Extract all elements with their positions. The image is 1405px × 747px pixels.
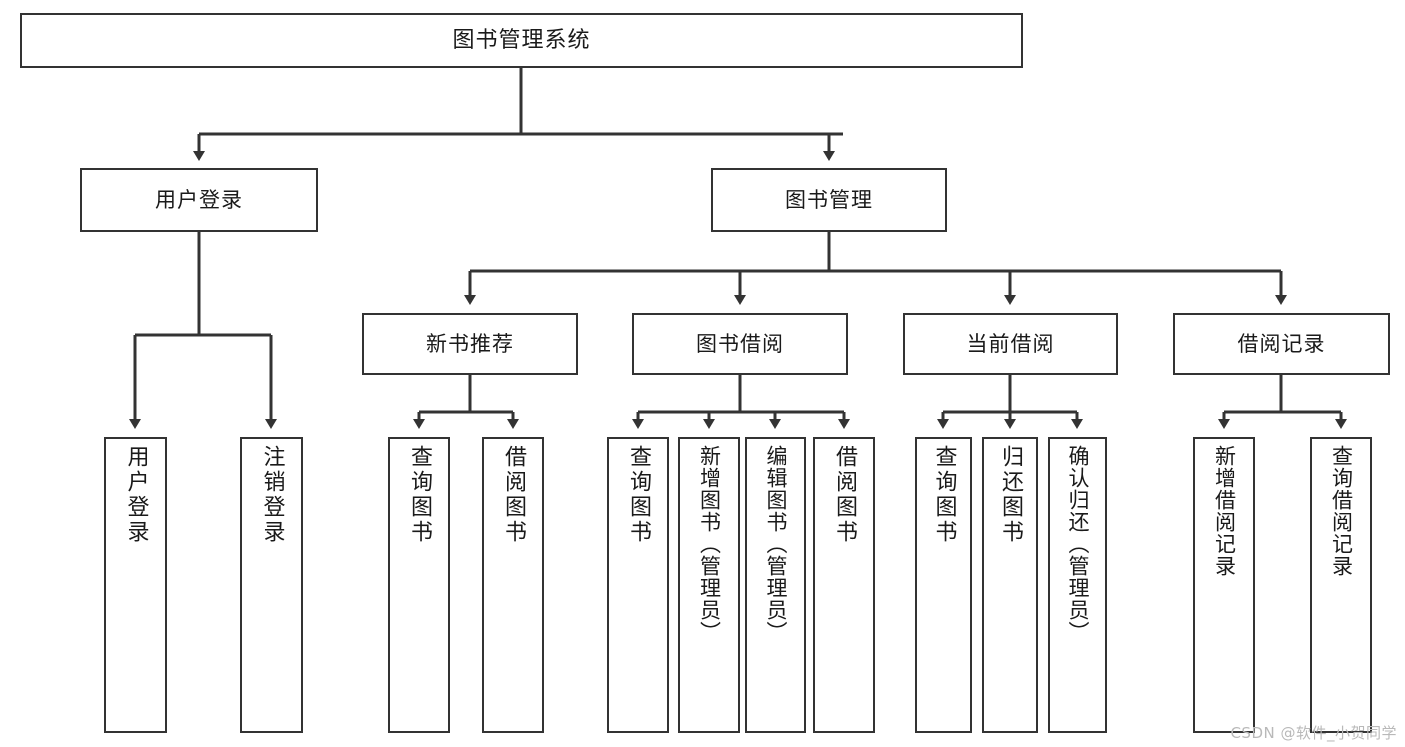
leaf-borrow-book-recommendation[interactable]: 借阅图书 (482, 437, 544, 733)
node-label: 用户登录 (155, 187, 243, 212)
node-label: 用户登录 (123, 445, 149, 545)
leaf-add-book-admin[interactable]: 新增图书（管理员） (678, 437, 740, 733)
node-book-management[interactable]: 图书管理 (711, 168, 947, 232)
leaf-confirm-return-admin[interactable]: 确认归还（管理员） (1048, 437, 1107, 733)
leaf-query-book-borrowing[interactable]: 查询图书 (607, 437, 669, 733)
node-label: 编辑图书（管理员） (764, 445, 788, 643)
node-label: 借阅图书 (501, 445, 526, 545)
node-label: 借阅记录 (1237, 331, 1326, 356)
node-label: 新增借阅记录 (1212, 445, 1237, 577)
edges-booksmanage-to-level3 (464, 232, 1287, 305)
node-borrowing-record[interactable]: 借阅记录 (1173, 313, 1390, 375)
node-label: 查询图书 (407, 445, 432, 545)
leaf-query-book-recommendation[interactable]: 查询图书 (388, 437, 450, 733)
node-label: 当前借阅 (966, 331, 1055, 356)
leaf-query-borrow-record[interactable]: 查询借阅记录 (1310, 437, 1372, 733)
node-label: 确认归还（管理员） (1066, 445, 1090, 643)
edges-bookborrow-to-leaves (632, 375, 850, 429)
edges-borrowrecord-to-leaves (1218, 375, 1347, 429)
watermark: CSDN @软件_小贺同学 (1230, 724, 1397, 742)
leaf-edit-book-admin[interactable]: 编辑图书（管理员） (745, 437, 806, 733)
node-new-book-recommendation[interactable]: 新书推荐 (362, 313, 578, 375)
leaf-user-login[interactable]: 用户登录 (104, 437, 167, 733)
leaf-user-logout[interactable]: 注销登录 (240, 437, 303, 733)
node-label: 查询图书 (626, 445, 651, 545)
node-label: 借阅图书 (832, 445, 857, 545)
node-label: 图书管理 (785, 187, 873, 212)
leaf-add-borrow-record[interactable]: 新增借阅记录 (1193, 437, 1255, 733)
node-label: 查询图书 (931, 445, 957, 545)
node-label: 图书借阅 (696, 331, 784, 356)
leaf-borrow-book[interactable]: 借阅图书 (813, 437, 875, 733)
node-label: 图书管理系统 (452, 27, 591, 53)
edges-newbookrec-to-leaves (413, 375, 519, 429)
node-label: 查询借阅记录 (1329, 445, 1354, 577)
edges-currentborrow-to-leaves (937, 375, 1083, 429)
edges-root-to-level2 (193, 68, 843, 161)
node-user-login[interactable]: 用户登录 (80, 168, 318, 232)
node-current-borrowing[interactable]: 当前借阅 (903, 313, 1118, 375)
edges-userlogin-to-leaves (129, 232, 277, 429)
leaf-return-book[interactable]: 归还图书 (982, 437, 1038, 733)
node-book-borrowing[interactable]: 图书借阅 (632, 313, 848, 375)
node-label: 注销登录 (259, 445, 285, 545)
leaf-query-book-current[interactable]: 查询图书 (915, 437, 972, 733)
node-label: 归还图书 (998, 445, 1023, 545)
node-label: 新增图书（管理员） (697, 445, 722, 643)
node-root-book-management-system[interactable]: 图书管理系统 (20, 13, 1023, 68)
node-label: 新书推荐 (426, 331, 514, 356)
